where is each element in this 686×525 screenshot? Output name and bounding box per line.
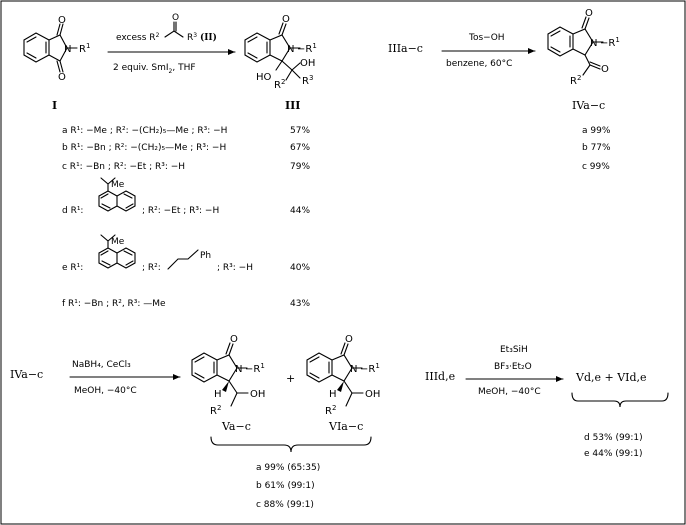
reaction2-reagent: Tos−OH xyxy=(468,33,505,43)
compound-IV-r1: −R1 xyxy=(600,36,620,49)
compound-III-structure xyxy=(244,22,301,81)
ketone-r3: R3 (II) xyxy=(187,32,217,43)
compound-IV-n: N xyxy=(590,38,597,49)
compound-IV-structure xyxy=(547,16,604,76)
reaction4-conditions: MeOH, −40°C xyxy=(478,387,541,397)
compound-III-r1: −R1 xyxy=(297,42,317,55)
compound-I-label: I xyxy=(52,99,57,112)
compound-I-structure xyxy=(23,23,78,73)
reaction4-reagent1: Et₃SiH xyxy=(500,345,528,355)
reaction3-brace xyxy=(210,436,372,453)
compound-VI-n: N xyxy=(350,364,357,375)
compound-III-o: O xyxy=(282,14,290,25)
compound-V-o: O xyxy=(230,334,238,345)
compound-III-label: III xyxy=(285,99,300,112)
reaction1-conditions: 2 equiv. SmI2, THF xyxy=(113,63,196,75)
reaction3-yield-c: c 88% (99:1) xyxy=(256,500,314,510)
sub-d-yield: 44% xyxy=(290,206,310,216)
carbonyl-o-bottom: O xyxy=(58,72,66,83)
compound-VI-oh: OH xyxy=(365,389,380,400)
compound-V-oh: OH xyxy=(250,389,265,400)
reaction2-start-label: IIIa−c xyxy=(388,42,423,55)
compound-IV-r2: R2 xyxy=(570,74,581,87)
reaction4-product-label: Vd,e + VId,e xyxy=(575,371,647,384)
compound-V-r1: −R1 xyxy=(245,362,265,375)
sub-a-yield: 57% xyxy=(290,126,310,136)
carbonyl-o-top: O xyxy=(58,15,66,26)
ketone-o: O xyxy=(172,13,179,23)
compound-VI-h: H xyxy=(329,389,337,400)
sub-b-text: b R¹: −Bn ; R²: −(CH₂)₅—Me ; R³: −H xyxy=(62,143,226,153)
reaction4-arrowhead xyxy=(556,376,563,382)
naphthyl-e-structure xyxy=(98,234,199,270)
reaction2-conditions: benzene, 60°C xyxy=(446,59,512,69)
ketone-structure xyxy=(164,21,184,38)
reaction3-plus: + xyxy=(286,372,295,385)
reaction4-yield-e: e 44% (99:1) xyxy=(584,449,643,459)
sub-e-ph: Ph xyxy=(200,251,211,261)
sub-d-prefix: d R¹: xyxy=(62,206,83,216)
compound-III-r3: R3 xyxy=(302,74,313,87)
sub-e-prefix: e R¹: xyxy=(62,263,83,273)
compound-V-label: Va−c xyxy=(221,420,251,433)
compound-I-r1: R1 xyxy=(79,42,90,55)
reaction3-conditions: MeOH, −40°C xyxy=(74,386,137,396)
compound-VI-wedge xyxy=(337,381,344,392)
compound-III-ho: HO xyxy=(256,72,272,83)
compound-IV-o-top: O xyxy=(585,8,593,19)
reaction4-brace xyxy=(571,392,669,408)
reaction3-reagent: NaBH₄, CeCl₃ xyxy=(72,360,131,370)
sub-f-text: f R¹: −Bn ; R², R³: —Me xyxy=(62,299,166,309)
reaction4-reagent2: BF₃·Et₂O xyxy=(494,362,532,372)
naphthyl-d-structure xyxy=(98,177,136,212)
imide-n: N xyxy=(64,44,71,55)
compound-V-structure xyxy=(191,342,249,407)
sub-a-yield-IV: a 99% xyxy=(582,126,611,136)
sub-e-text: ; R²: xyxy=(142,263,161,273)
reaction4-start-label: IIId,e xyxy=(425,370,455,383)
compound-IV-o-ketone: O xyxy=(601,64,609,75)
sub-c-yield: 79% xyxy=(290,162,310,172)
compound-VI-r1: −R1 xyxy=(360,362,380,375)
reaction1-reagent: excess R2 xyxy=(116,32,160,43)
reaction3-yield-b: b 61% (99:1) xyxy=(256,481,315,491)
reaction3-yield-a: a 99% (65:35) xyxy=(256,463,320,473)
sub-e-yield: 40% xyxy=(290,263,310,273)
compound-V-h: H xyxy=(214,389,222,400)
sub-a-text: a R¹: −Me ; R²: −(CH₂)₅—Me ; R³: −H xyxy=(62,126,227,136)
sub-f-yield: 43% xyxy=(290,299,310,309)
compound-V-n: N xyxy=(235,364,242,375)
compound-VI-r2: R2 xyxy=(325,404,336,417)
sub-e-me: Me xyxy=(111,237,125,247)
reaction3-start-label: IVa−c xyxy=(10,368,43,381)
sub-b-yield: 67% xyxy=(290,143,310,153)
compound-VI-o: O xyxy=(345,334,353,345)
sub-b-yield-IV: b 77% xyxy=(582,143,611,153)
compound-V-r2: R2 xyxy=(210,404,221,417)
compound-III-r2: R2 xyxy=(274,78,285,91)
reaction1-arrowhead xyxy=(228,49,235,55)
sub-d-text: ; R²: −Et ; R³: −H xyxy=(142,206,219,216)
sub-c-yield-IV: c 99% xyxy=(582,162,610,172)
sub-e-tail: ; R³: −H xyxy=(217,263,253,273)
reaction3-arrowhead xyxy=(173,374,180,380)
compound-III-oh: OH xyxy=(300,58,315,69)
reaction4-yield-d: d 53% (99:1) xyxy=(584,433,643,443)
compound-VI-structure xyxy=(306,342,364,407)
sub-d-me: Me xyxy=(111,180,125,190)
compound-V-wedge xyxy=(222,381,229,392)
compound-IV-label: IVa−c xyxy=(572,99,605,112)
compound-III-n: N xyxy=(287,44,294,55)
reaction2-arrowhead xyxy=(528,48,535,54)
sub-c-text: c R¹: −Bn ; R²: −Et ; R³: −H xyxy=(62,162,185,172)
compound-VI-label: VIa−c xyxy=(328,420,363,433)
